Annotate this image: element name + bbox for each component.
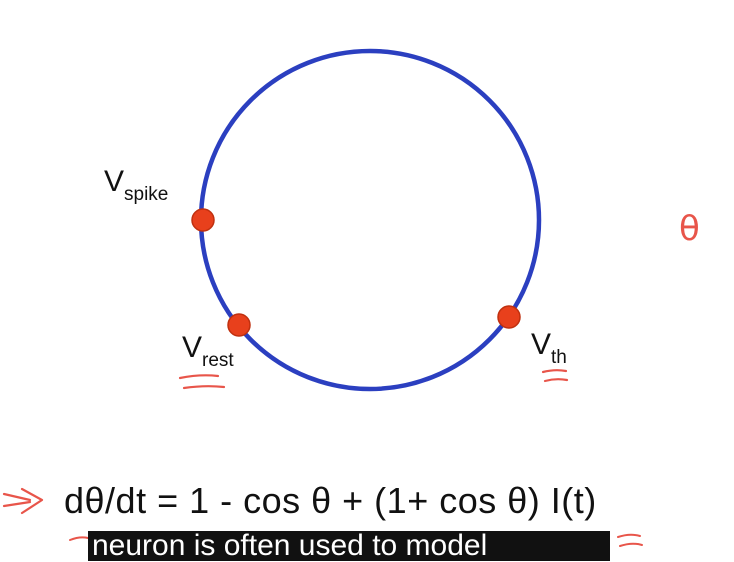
caption-right-mark [617, 533, 643, 547]
threshold-label-symbol: V [531, 328, 552, 361]
rest-label-symbol: V [182, 331, 203, 364]
rest-point [227, 313, 251, 337]
phase-circle [198, 48, 542, 392]
threshold-underline-mark-2 [543, 378, 569, 383]
theta-neuron-equation: dθ/dt = 1 - cos θ + (1+ cos θ) I(t) [64, 480, 597, 521]
theta-annotation: θ [679, 209, 700, 249]
rest-underline-mark-2 [182, 385, 226, 390]
threshold-label-subscript: th [551, 347, 567, 368]
rest-underline-mark [178, 374, 220, 380]
rest-label-subscript: rest [202, 350, 234, 371]
rest-label: Vrest [182, 331, 234, 371]
spike-point [191, 208, 215, 232]
spike-label-subscript: spike [124, 184, 169, 205]
caption-left-mark [69, 536, 89, 541]
threshold-underline-mark [541, 369, 568, 374]
equation-arrow-mark [2, 487, 44, 515]
spike-label-symbol: V [104, 165, 125, 198]
threshold-point [497, 305, 521, 329]
video-caption: neuron is often used to model [92, 529, 488, 562]
spike-label: Vspike [104, 165, 169, 205]
threshold-label: Vth [531, 328, 567, 368]
